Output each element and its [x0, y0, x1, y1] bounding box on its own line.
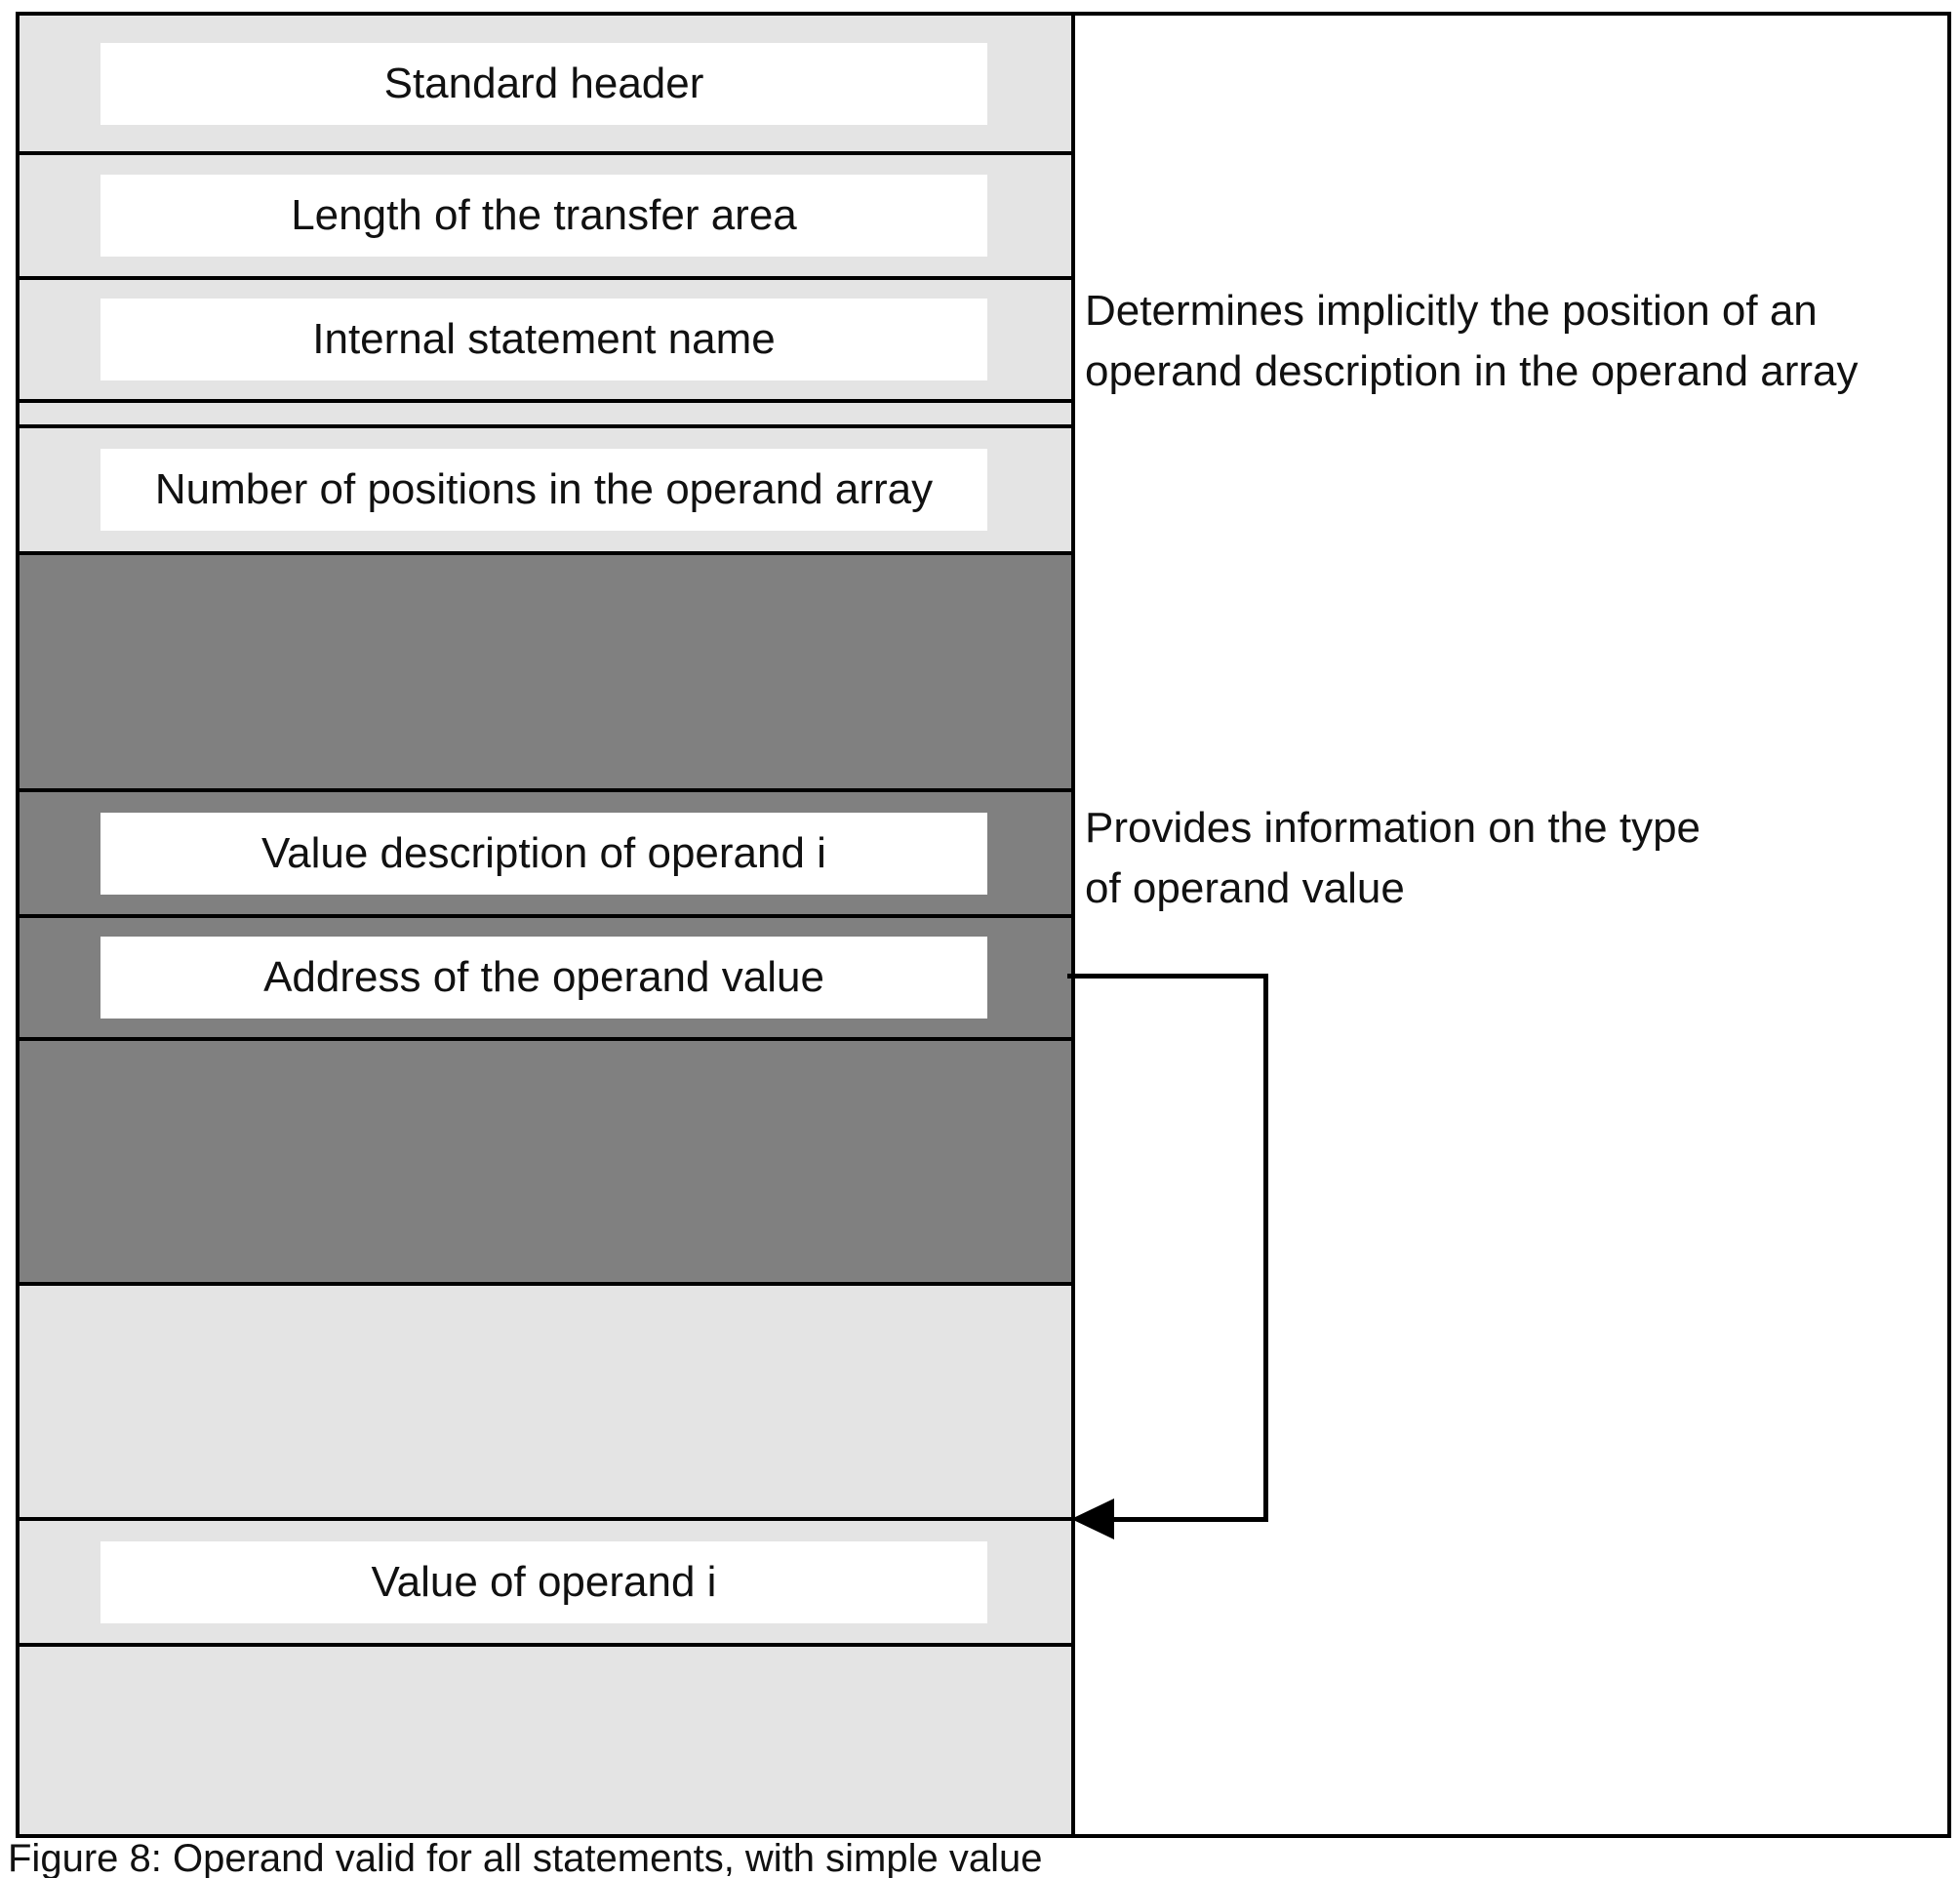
row-thin-spacer	[20, 399, 1071, 424]
row-standard-header: Standard header	[20, 16, 1071, 151]
row-label: Length of the transfer area	[291, 191, 797, 239]
figure-caption: Figure 8: Operand valid for all statemen…	[8, 1837, 1043, 1878]
label-box-value-description: Value description of operand i	[100, 812, 987, 895]
arrow-line-horizontal-top	[1067, 974, 1268, 979]
annotation-line: operand description in the operand array	[1085, 347, 1859, 395]
arrow-line-horizontal-bottom	[1099, 1517, 1268, 1522]
arrowhead-left-icon	[1071, 1498, 1114, 1539]
row-operand-value-address: Address of the operand value	[20, 914, 1071, 1037]
transfer-area-diagram: Standard header Length of the transfer a…	[16, 12, 1951, 1838]
row-label: Address of the operand value	[263, 953, 824, 1001]
memory-layout-column: Standard header Length of the transfer a…	[20, 16, 1075, 1834]
row-transfer-area-length: Length of the transfer area	[20, 151, 1071, 276]
annotation-operand-position-note: Determines implicitly the position of an…	[1085, 281, 1859, 402]
label-box-standard-header: Standard header	[100, 42, 987, 125]
row-operand-value: Value of operand i	[20, 1517, 1071, 1643]
annotation-value-type-note: Provides information on the type of oper…	[1085, 798, 1700, 919]
row-internal-statement-name: Internal statement name	[20, 276, 1071, 399]
label-box-operand-value-address: Address of the operand value	[100, 937, 987, 1019]
row-light-spacer-middle	[20, 1282, 1071, 1517]
annotation-line: Determines implicitly the position of an	[1085, 287, 1818, 335]
row-dark-spacer-top	[20, 551, 1071, 788]
row-label: Standard header	[383, 59, 704, 107]
row-dark-spacer-bottom	[20, 1037, 1071, 1282]
row-operand-array-positions: Number of positions in the operand array	[20, 424, 1071, 551]
row-label: Internal statement name	[312, 315, 776, 363]
label-box-operand-value: Value of operand i	[100, 1540, 987, 1623]
label-box-operand-array-positions: Number of positions in the operand array	[100, 449, 987, 531]
row-label: Number of positions in the operand array	[154, 465, 934, 513]
annotation-line: of operand value	[1085, 864, 1405, 912]
row-label: Value of operand i	[371, 1557, 717, 1606]
row-label: Value description of operand i	[261, 828, 826, 877]
label-box-internal-statement-name: Internal statement name	[100, 299, 987, 380]
annotation-line: Provides information on the type	[1085, 804, 1701, 852]
row-light-spacer-bottom	[20, 1643, 1071, 1834]
label-box-transfer-area-length: Length of the transfer area	[100, 175, 987, 257]
row-value-description: Value description of operand i	[20, 788, 1071, 914]
arrow-line-vertical	[1263, 974, 1268, 1522]
